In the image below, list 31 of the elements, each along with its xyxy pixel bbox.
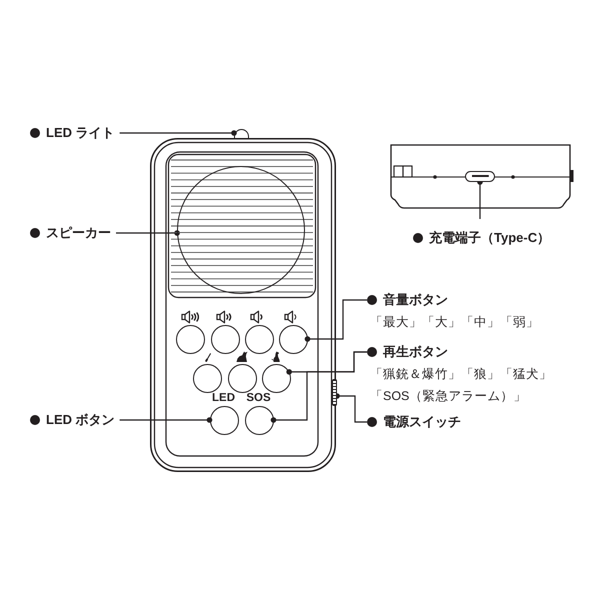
round-button [228,364,256,392]
usb-port [465,171,495,182]
round-button [278,324,308,354]
leader-line [120,130,237,136]
round-button [244,324,274,354]
leader-line [334,393,367,423]
device-bottom-view [389,143,576,210]
callout-label: 音量ボタン [383,291,448,309]
callout-label: 電源スイッチ [383,413,461,431]
speaker [177,166,305,294]
callout-label: 充電端子（Type-C） [429,229,550,247]
callout-label: LED ライト [46,124,115,142]
round-button [210,324,240,354]
leader-line [304,299,367,342]
round-button [176,324,204,354]
button-label: SOS [245,390,272,404]
callout-detail: 「最大」「大」「中」「弱」 [370,314,539,331]
round-button [192,364,222,392]
button-label: LED [211,390,236,404]
callout-label: スピーカー [46,224,111,242]
callout-label: 再生ボタン [383,343,448,361]
callout-detail: 「猟銃＆爆竹」「狼」「猛犬」「SOS（緊急アラーム）」 [370,366,553,405]
round-button [262,364,290,392]
leader-line [477,179,483,219]
led-light [234,129,249,138]
leader-line [120,417,212,423]
power-switch [332,379,337,406]
device-front-view [150,138,336,472]
callout-label: LED ボタン [46,411,115,429]
leader-line [116,230,180,236]
leader-line [270,351,367,423]
